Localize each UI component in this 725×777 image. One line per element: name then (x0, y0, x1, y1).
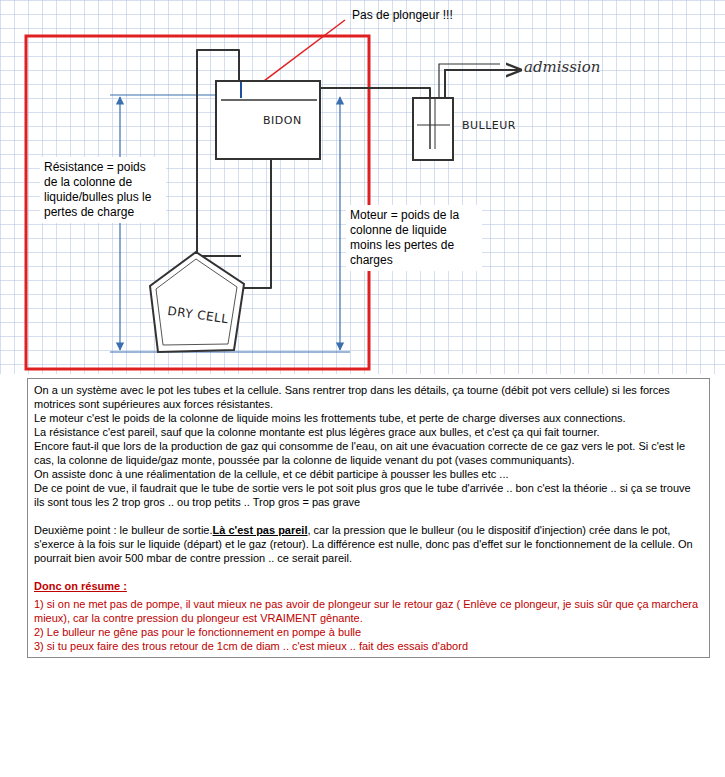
part-label: BIDON (263, 114, 302, 127)
paragraph: Encore faut-il que lors de la production… (34, 439, 703, 467)
bubbler-box: BULLEUR (412, 97, 454, 161)
admission-label: admission (524, 58, 600, 76)
liquid-level (221, 99, 317, 101)
admission-tube-wall (439, 64, 500, 97)
dry-cell-outline (148, 250, 248, 354)
dip-tube-wall (435, 99, 436, 149)
callout-text: Résistance = poids de la colonne de liqu… (44, 160, 162, 220)
paragraph: De ce point de vue, il faudrait que le t… (34, 481, 703, 509)
dry-cell-inner (156, 259, 237, 345)
body-text: Donc on résume : (34, 580, 127, 592)
body-text: Le moteur c'est le poids de la colonne d… (34, 412, 626, 424)
text-panel: On a un système avec le pot les tubes et… (27, 378, 710, 658)
paragraph: On assiste donc à une réalimentation de … (34, 467, 703, 481)
callout-box: Résistance = poids de la colonne de liqu… (40, 157, 166, 223)
body-text: La résistance c'est pareil, sauf que la … (34, 426, 600, 438)
body-text: On assiste donc à une réalimentation de … (34, 468, 509, 480)
tank-box: BIDON (215, 80, 321, 160)
body-text: On a un système avec le pot les tubes et… (34, 384, 670, 410)
paragraph: 3) si tu peux faire des trous retour de … (34, 639, 703, 653)
admission-tube (445, 70, 520, 97)
graph-paper (0, 0, 725, 374)
callout-box: Moteur = poids de la colonne de liquide … (346, 205, 482, 271)
plunger-stub (240, 82, 242, 98)
liquid-level (417, 124, 450, 125)
paragraph: On a un système avec le pot les tubes et… (34, 383, 703, 411)
callout-text: Moteur = poids de la colonne de liquide … (350, 208, 478, 268)
body-text: 3) si tu peux faire des trous retour de … (34, 640, 468, 652)
tube-connector (321, 88, 430, 97)
paragraph: 1) si on ne met pas de pompe, il vaut mi… (34, 597, 703, 625)
body-text: Encore faut-il que lors de la production… (34, 440, 685, 466)
dip-tube (429, 99, 431, 149)
bubbler-internals (414, 99, 452, 159)
pointer-label: Pas de plongeur !!! (352, 8, 453, 22)
body-text: Deuxième point : le bulleur de sortie. (34, 524, 213, 536)
tube-line (321, 88, 430, 97)
body-text: 1) si on ne met pas de pompe, il vaut mi… (34, 598, 698, 624)
body-text: De ce point de vue, il faudrait que le t… (34, 482, 691, 508)
paragraph: Le moteur c'est le poids de la colonne d… (34, 411, 703, 425)
red-frame (26, 36, 369, 369)
tube-connector (242, 160, 271, 288)
body-text: Là c'est pas pareil (213, 524, 308, 536)
paragraph: 2) Le bulleur ne gêne pas pour le foncti… (34, 625, 703, 639)
paragraph: Deuxième point : le bulleur de sortie.Là… (34, 523, 703, 565)
tube-line (242, 160, 271, 288)
paragraph: Donc on résume : (34, 579, 703, 593)
dry-cell-shape (150, 252, 244, 352)
body-text: 2) Le bulleur ne gêne pas pour le foncti… (34, 626, 361, 638)
dry-cell: DRY CELL (148, 250, 248, 354)
part-label: BULLEUR (462, 119, 516, 132)
paragraph: La résistance c'est pareil, sauf que la … (34, 425, 703, 439)
